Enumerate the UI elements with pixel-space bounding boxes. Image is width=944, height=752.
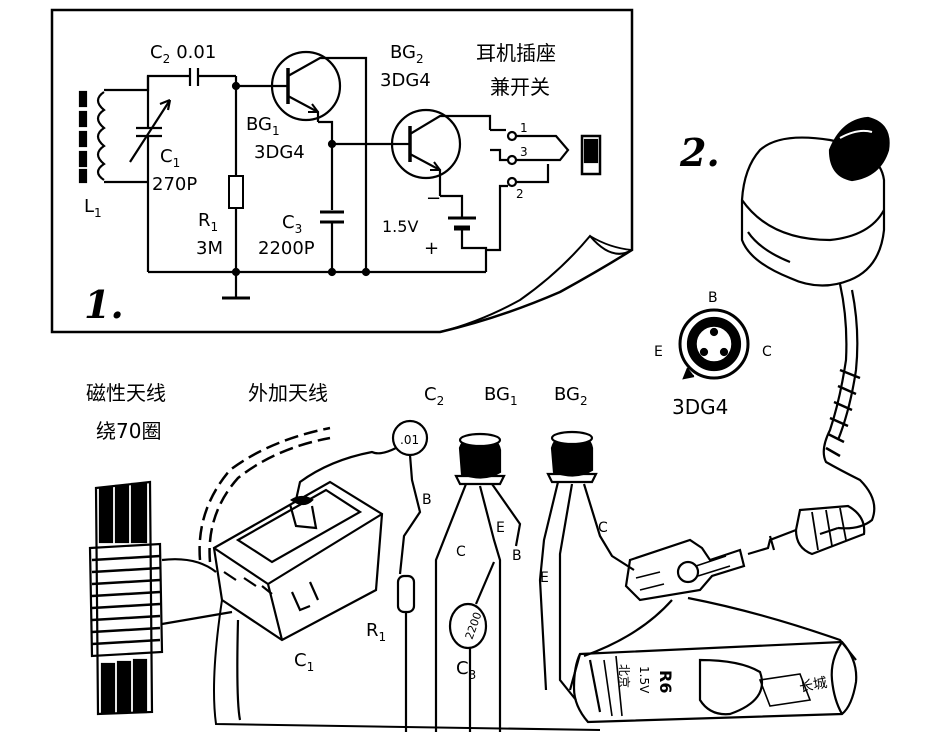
label-pin1: 1	[520, 121, 528, 135]
resistor-r1-drawing	[396, 574, 416, 732]
label-battery-minus: −	[426, 188, 441, 209]
battery-symbol	[440, 194, 488, 272]
svg-text:R1: R1	[198, 210, 218, 234]
lead-bg1-b: B	[422, 492, 432, 508]
headphone-plug-drawing	[747, 504, 866, 556]
pinout-b-label: B	[708, 290, 718, 306]
headphone-jack-symbol	[486, 128, 602, 252]
svg-text:C2: C2	[424, 384, 444, 408]
svg-text:BG1: BG1	[484, 384, 518, 408]
capacitor-c3-symbol	[320, 210, 344, 224]
ferrite-antenna-drawing	[88, 480, 233, 716]
label-r1-value: 3M	[196, 238, 223, 259]
label-c3-value: 2200P	[258, 238, 315, 259]
capacitor-c2-symbol	[188, 68, 236, 86]
capacitor-c2-drawing	[294, 419, 429, 575]
earphone-drawing	[740, 116, 890, 536]
label-l1: L	[84, 196, 94, 217]
variable-capacitor-c1-drawing	[212, 480, 384, 642]
lead-bg1-c: C	[456, 544, 466, 560]
battery-r6-label: R6	[656, 670, 675, 693]
svg-text:C20.01: C20.01	[150, 42, 216, 66]
transistor-bg1-drawing	[434, 432, 522, 732]
figure-2-number: 2.	[679, 130, 720, 175]
svg-text:BG2: BG2	[554, 384, 588, 408]
transistor-bg2-drawing	[538, 430, 635, 701]
variable-capacitor-c1-symbol	[129, 76, 172, 272]
label-bg2: BG	[390, 42, 416, 63]
label-c3: C	[282, 212, 295, 233]
figure-1-number: 1.	[84, 282, 124, 327]
battery-voltage-label: 1.5V	[637, 666, 651, 694]
battery-brand-label: 北京	[617, 664, 631, 688]
coil-l1-symbol	[78, 90, 106, 184]
label-asm-c2: C	[424, 384, 437, 405]
pinout-c-label: C	[762, 344, 772, 360]
battery-drawing	[568, 596, 858, 724]
svg-text:BG1: BG1	[246, 114, 280, 138]
label-magnetic-antenna: 磁性天线	[86, 381, 166, 405]
label-c2: C	[150, 42, 163, 63]
label-pin3: 3	[520, 145, 528, 159]
transistor-pinout-drawing	[678, 308, 750, 380]
label-external-antenna: 外加天线	[248, 381, 328, 405]
label-asm-bg2: BG	[554, 384, 580, 405]
pinout-model-label: 3DG4	[672, 395, 728, 419]
svg-text:C3: C3	[282, 212, 302, 236]
cap-c3-value: 2200	[463, 610, 485, 641]
label-bg1: BG	[246, 114, 272, 135]
label-asm-r1: R	[366, 620, 379, 641]
label-asm-bg1: BG	[484, 384, 510, 405]
pinout-e-label: E	[654, 344, 663, 360]
label-jack-title-1: 耳机插座	[476, 41, 556, 65]
external-antenna-wire	[198, 426, 331, 561]
label-c1: C	[160, 146, 173, 167]
cap-c2-value: .01	[400, 433, 419, 447]
label-bg1-model: 3DG4	[254, 142, 305, 163]
lead-bg2-b: B	[512, 548, 522, 564]
schematic-panel	[50, 8, 634, 334]
label-jack-title-2: 兼开关	[490, 75, 550, 99]
lead-bg2-e: E	[540, 570, 549, 586]
label-r1: R	[198, 210, 211, 231]
svg-text:R1: R1	[366, 620, 386, 644]
battery-brand2-label: 长城	[798, 675, 828, 696]
svg-text:C1: C1	[160, 146, 180, 170]
svg-text:L1: L1	[84, 196, 102, 220]
svg-text:C1: C1	[294, 650, 314, 674]
label-battery-plus: +	[424, 238, 439, 259]
label-turns: 绕70圈	[96, 419, 161, 443]
assembly-labels: 2. B E C 3DG4 磁性天线 外加天线 绕70圈 C2 BG1 BG2 …	[86, 130, 828, 696]
assembly-drawing	[88, 116, 890, 732]
transistor-bg2-symbol	[390, 108, 492, 196]
svg-text:C3: C3	[456, 658, 476, 682]
resistor-r1-symbol	[228, 175, 244, 209]
headphone-jack-drawing	[624, 538, 746, 602]
transistor-bg1-symbol	[270, 50, 342, 122]
capacitor-c3-drawing	[448, 561, 496, 732]
label-battery-voltage: 1.5V	[382, 217, 418, 236]
label-asm-c1: C	[294, 650, 307, 671]
lead-bg2-c: C	[598, 520, 608, 536]
lead-bg1-e: E	[496, 520, 505, 536]
label-bg2-model: 3DG4	[380, 70, 431, 91]
svg-text:BG2: BG2	[390, 42, 424, 66]
label-asm-c3: C	[456, 658, 469, 679]
label-pin2: 2	[516, 187, 524, 201]
label-c1-value: 270P	[152, 174, 197, 195]
